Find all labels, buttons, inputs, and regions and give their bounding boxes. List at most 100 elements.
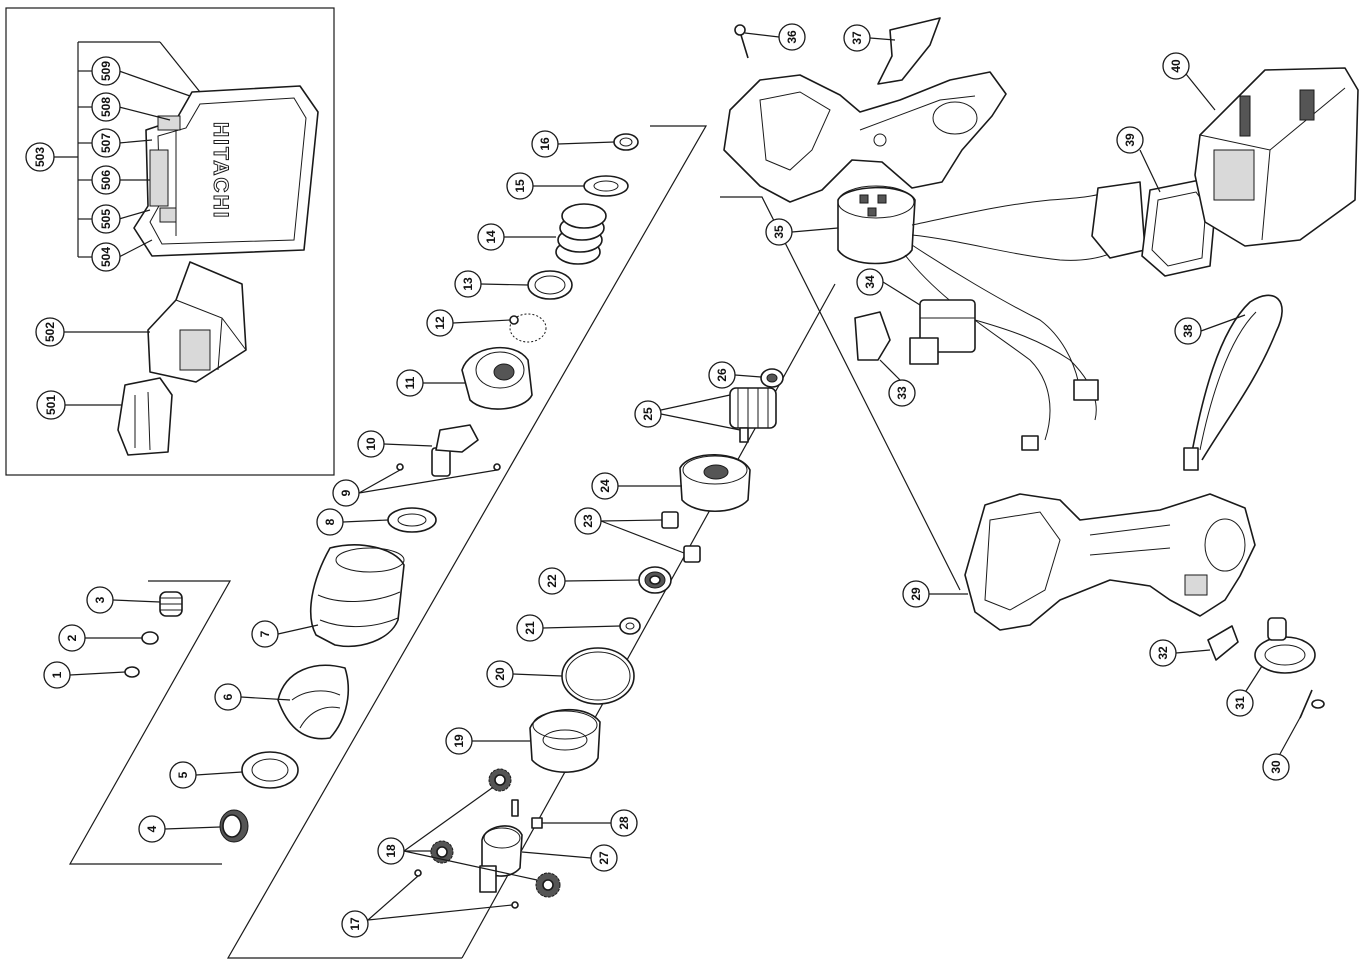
callout-number: 507 [99,133,113,153]
callout-circle [1149,639,1177,667]
callout-circle [445,727,473,755]
part-2-washer [141,631,159,645]
callout-number: 13 [461,277,475,291]
callout-26: 26 [708,361,736,389]
part-24-bracket [679,453,751,512]
leader-line-3 [112,599,161,603]
callout-circle [91,204,121,234]
callout-5: 5 [169,761,197,789]
callout-34: 34 [856,268,884,296]
callout-27: 27 [590,844,618,872]
leader-line-1 [69,671,126,676]
callout-circle [591,472,619,500]
part-30-screw [1299,689,1325,719]
leader-line-38 [1200,314,1246,332]
callout-number: 2 [65,634,79,641]
leader-lines [53,32,1303,921]
part-28-pin [531,817,543,829]
leader-line-9-1 [358,469,401,494]
callout-13: 13 [454,270,482,298]
leader-line-32 [1175,649,1211,654]
callout-number: 15 [513,179,527,193]
part-37-label [877,17,941,85]
part-20-o-ring [561,647,635,705]
callout-number: 22 [545,574,559,588]
callout-number: 9 [339,489,353,496]
part-8-washer [387,507,437,533]
callout-number: 8 [323,518,337,525]
leader-line-505-2 [118,209,151,220]
callout-25: 25 [634,400,662,428]
callout-circle [634,400,662,428]
part-12-ball [509,313,547,343]
wiring-harness [904,181,1146,451]
callout-19: 19 [445,727,473,755]
callout-circle [610,809,638,837]
callout-labels: 1234567891011121314151617181920212223242… [25,23,1290,938]
leader-line-34 [882,281,921,306]
part-5-ring [241,751,299,789]
callout-501: 501 [36,390,66,420]
callout-15: 15 [506,172,534,200]
part-35-motor-stator [837,185,916,265]
callout-1: 1 [43,661,71,689]
callout-circle [574,507,602,535]
callout-circle [1174,317,1202,345]
leader-line-23-1 [600,519,663,522]
callout-circle [538,567,566,595]
leader-line-40 [1185,73,1216,111]
leader-line-17-1 [367,875,419,921]
leader-line-36 [744,32,780,38]
callout-37: 37 [843,24,871,52]
callout-number: 1 [50,671,64,678]
leader-line-5 [195,771,243,776]
leader-line-20 [512,673,563,677]
part-29-housing [964,493,1256,631]
small-parts-frame [68,580,232,865]
leader-line-13 [480,283,529,286]
leader-line-508-2 [118,106,171,121]
callout-number: 37 [850,31,864,45]
callout-509: 509 [91,56,121,86]
part-17-ball-a [414,869,422,877]
callout-32: 32 [1149,639,1177,667]
part-36-screw [734,24,749,59]
callout-number: 14 [484,230,498,244]
gear-assembly [414,368,784,909]
accessory-inset: HITACHI [117,85,319,456]
callout-506: 506 [91,165,121,195]
leader-line-31 [1245,665,1263,692]
callout-number: 20 [493,667,507,681]
callout-number: 39 [1123,133,1137,147]
tool-case: HITACHI [133,85,319,257]
callout-11: 11 [396,369,424,397]
callout-circle [1116,126,1144,154]
callout-22: 22 [538,567,566,595]
leader-line-12 [452,319,511,324]
leader-line-7 [277,624,319,635]
callout-circle [590,844,618,872]
callout-12: 12 [426,309,454,337]
callout-number: 505 [99,209,113,229]
callout-circle [856,268,884,296]
leader-line-17-2 [367,904,513,921]
callout-circle [316,508,344,536]
callout-circle [426,309,454,337]
callout-18: 18 [377,837,405,865]
callout-21: 21 [516,614,544,642]
battery-cover [117,377,173,456]
callout-number: 504 [99,247,113,267]
callout-circle [531,130,559,158]
callout-circle [516,614,544,642]
part-9-pin-a [396,463,404,471]
callout-circle [1262,753,1290,781]
callout-circle [477,223,505,251]
callout-number: 4 [145,825,159,832]
callout-number: 17 [348,917,362,931]
leader-line-18-3 [403,850,538,881]
leader-line-39 [1139,149,1161,193]
callout-number: 509 [99,61,113,81]
leader-line-6 [240,696,291,701]
callout-number: 35 [772,225,786,239]
callout-number: 502 [43,322,57,342]
